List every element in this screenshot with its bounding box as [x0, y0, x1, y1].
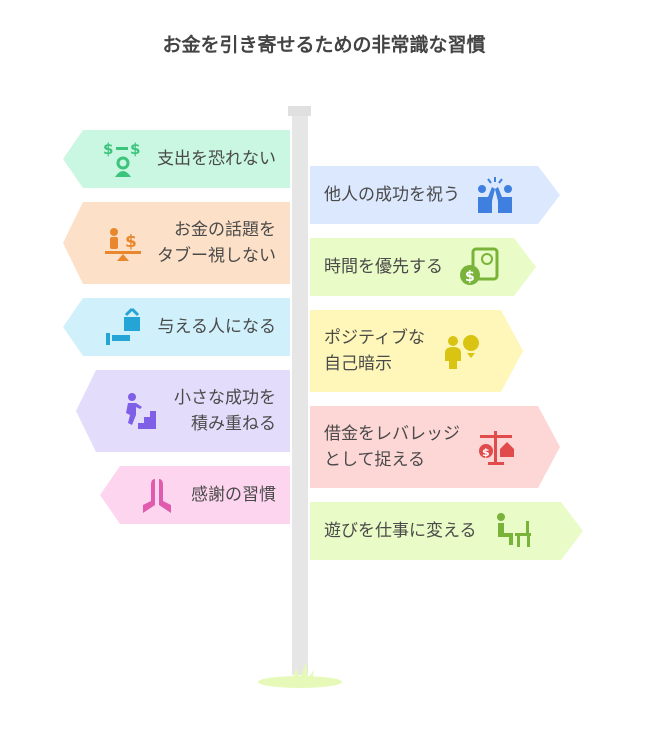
sign-label: 遊びを仕事に変える [324, 518, 477, 544]
left-sign-5: 感謝の習慣 [100, 466, 290, 524]
sign-label-line: 時間を優先する [324, 257, 443, 277]
left-sign-4: 小さな成功を積み重ねる [76, 370, 290, 452]
sign-label-line: 積み重ねる [191, 414, 276, 434]
sign-label: 時間を優先する [324, 254, 443, 280]
grass-base [258, 662, 342, 688]
sign-label-line: 自己暗示 [324, 354, 392, 374]
svg-text:$: $ [465, 269, 475, 285]
person-desk-icon [493, 511, 533, 551]
sign-label-line: お金の話題を [174, 220, 276, 240]
sign-label-line: として捉える [324, 450, 425, 470]
high-five-icon [476, 175, 516, 215]
right-sign-2: 時間を優先する $ [310, 238, 536, 296]
svg-text:$: $ [482, 446, 490, 459]
page-title: お金を引き寄せるための非常識な習慣 [162, 34, 486, 56]
sign-label-line: 与える人になる [157, 317, 277, 337]
sign-label-line: 借金をレバレッジ [324, 424, 460, 444]
signpost-pole [292, 110, 308, 675]
sign-label: 支出を恐れない [157, 146, 276, 172]
right-sign-1: 他人の成功を祝う [310, 166, 560, 224]
climbing-stairs-icon [126, 393, 156, 429]
sign-label-line: 支出を恐れない [157, 149, 276, 169]
left-sign-1: $$支出を恐れない [63, 130, 290, 188]
time-money-icon: $ [459, 247, 499, 287]
left-sign-3: 与える人になる [63, 298, 290, 356]
right-sign-4: 借金をレバレッジとして捉える $ [310, 406, 560, 488]
svg-text:$: $ [103, 140, 113, 158]
scale-money-house-icon: $ [476, 427, 516, 467]
sign-label-line: ポジティブな [324, 328, 425, 348]
gift-hand-icon [105, 307, 140, 345]
svg-text:$: $ [125, 232, 137, 252]
sign-label: 他人の成功を祝う [324, 182, 460, 208]
right-sign-5: 遊びを仕事に変える [310, 502, 583, 560]
signpost-cap [288, 106, 311, 116]
sign-label-line: 遊びを仕事に変える [324, 521, 477, 541]
spending-person-icon: $$ [103, 140, 140, 177]
sign-label-line: 他人の成功を祝う [324, 185, 460, 205]
person-lightbulb-icon [441, 331, 481, 371]
balance-person-money-icon: $ [105, 228, 141, 261]
praying-hands-icon [143, 479, 171, 513]
sign-label-line: タブー視しない [157, 246, 276, 266]
left-sign-2: $ お金の話題をタブー視しない [63, 202, 290, 284]
sign-label: 借金をレバレッジとして捉える [324, 421, 460, 473]
right-sign-3: ポジティブな自己暗示 [310, 310, 523, 392]
sign-label: 与える人になる [158, 314, 277, 340]
sign-label: 感謝の習慣 [191, 482, 276, 508]
sign-label: ポジティブな自己暗示 [324, 325, 425, 377]
sign-label: お金の話題をタブー視しない [157, 217, 276, 269]
svg-text:$: $ [130, 140, 140, 158]
sign-label-line: 感謝の習慣 [191, 485, 276, 505]
sign-label: 小さな成功を積み重ねる [174, 385, 276, 437]
sign-label-line: 小さな成功を [174, 388, 276, 408]
